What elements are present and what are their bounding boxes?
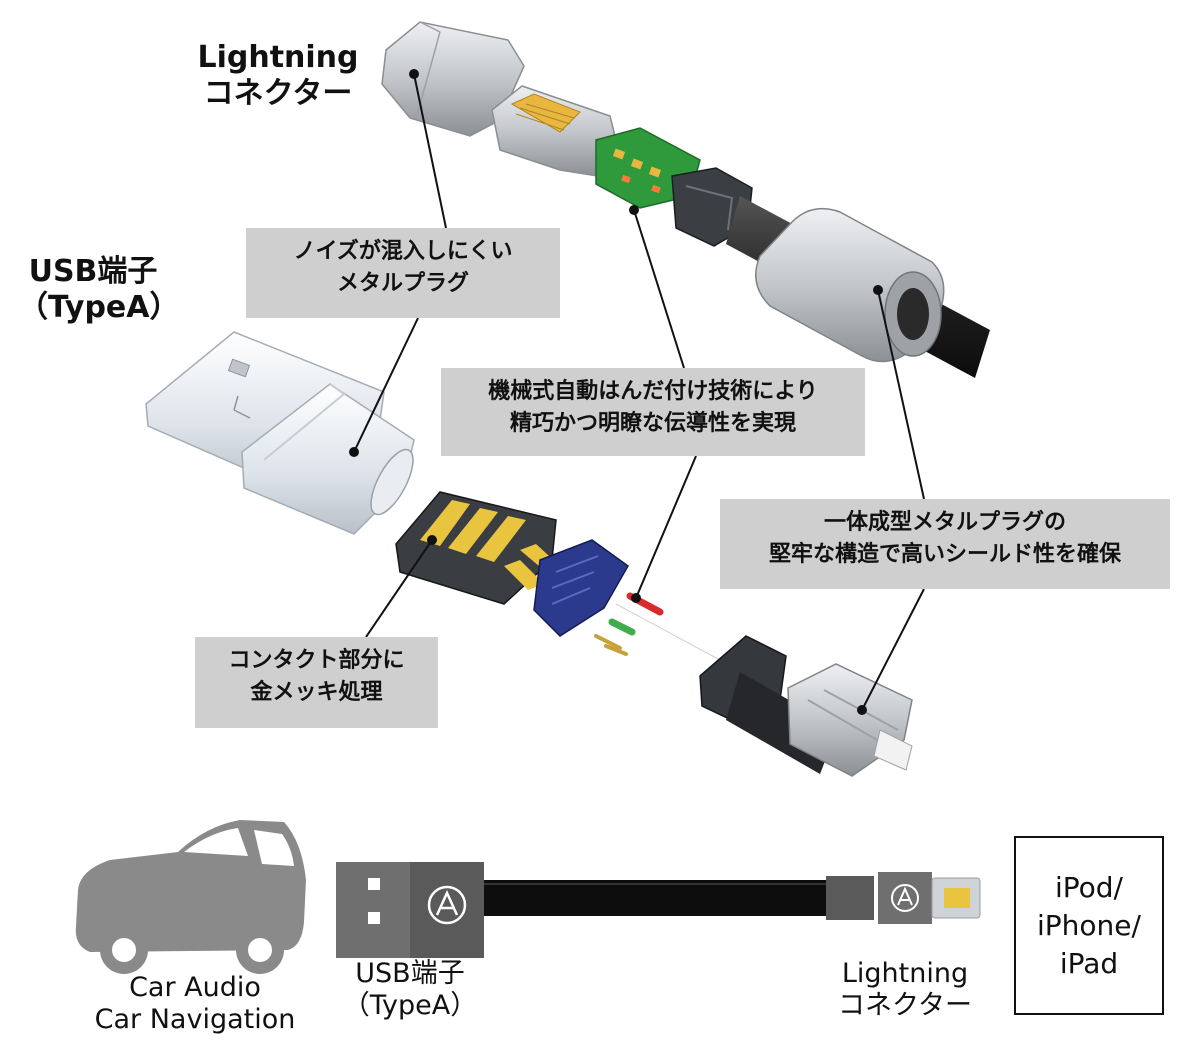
lightning-bottom-label: Lightning コネクター (810, 958, 1000, 1022)
label-line: USB端子 (355, 958, 465, 989)
callout-contact: コンタクト部分に 金メッキ処理 (195, 637, 438, 728)
callout-line: メタルプラグ (336, 271, 469, 296)
car-label: Car Audio Car Navigation (60, 972, 330, 1036)
callout-soldering: 機械式自動はんだ付け技術により 精巧かつ明瞭な伝導性を実現 (441, 368, 865, 456)
title-line: USB端子 (28, 254, 158, 289)
device-line: iPod/ (1054, 870, 1123, 904)
callout-noise: ノイズが混入しにくい メタルプラグ (246, 228, 560, 318)
callout-plug: 一体成型メタルプラグの 堅牢な構造で高いシールド性を確保 (720, 499, 1170, 589)
usb-port-square (368, 912, 380, 924)
pin-holder (533, 539, 629, 637)
label-line: Car Audio (129, 972, 261, 1003)
title-line: コネクター (203, 76, 353, 111)
callout-line: 一体成型メタルプラグの (823, 510, 1066, 535)
usb-bottom-label: USB端子 （TypeA） (330, 958, 490, 1022)
lightning-connector-title: Lightning コネクター (188, 40, 368, 112)
brand-logo-icon (427, 885, 467, 925)
usb-contact-block (395, 491, 560, 605)
title-line: Lightning (197, 40, 359, 75)
device-line: iPhone/ (1037, 908, 1141, 942)
label-line: Lightning (841, 958, 969, 989)
label-line: コネクター (838, 990, 972, 1021)
callout-line: 堅牢な構造で高いシールド性を確保 (768, 542, 1121, 567)
leader-dots (349, 69, 883, 715)
callout-line: ノイズが混入しにくい (293, 239, 513, 264)
device-line: iPad (1059, 946, 1119, 980)
callout-line: コンタクト部分に (228, 648, 405, 673)
usb-white-housing (145, 331, 415, 535)
aluminum-shell (755, 207, 945, 363)
label-line: Car Navigation (94, 1004, 296, 1035)
device-box: iPod/ iPhone/ iPad (1014, 836, 1164, 1015)
callout-line: 機械式自動はんだ付け技術により (488, 379, 818, 404)
cable-illustration (336, 862, 981, 958)
lightning-plug-tip (491, 85, 619, 177)
title-line: （TypeA） (18, 290, 180, 325)
wires (594, 592, 725, 681)
inner-metal-shell (787, 663, 913, 777)
car-icon (75, 820, 307, 974)
callout-line: 精巧かつ明瞭な伝導性を実現 (509, 411, 796, 436)
leader-lines (353, 73, 925, 711)
label-line: （TypeA） (342, 990, 478, 1021)
usb-terminal-title: USB端子 （TypeA） (18, 254, 180, 326)
usb-port-square (368, 878, 380, 890)
callout-line: 金メッキ処理 (250, 680, 383, 705)
